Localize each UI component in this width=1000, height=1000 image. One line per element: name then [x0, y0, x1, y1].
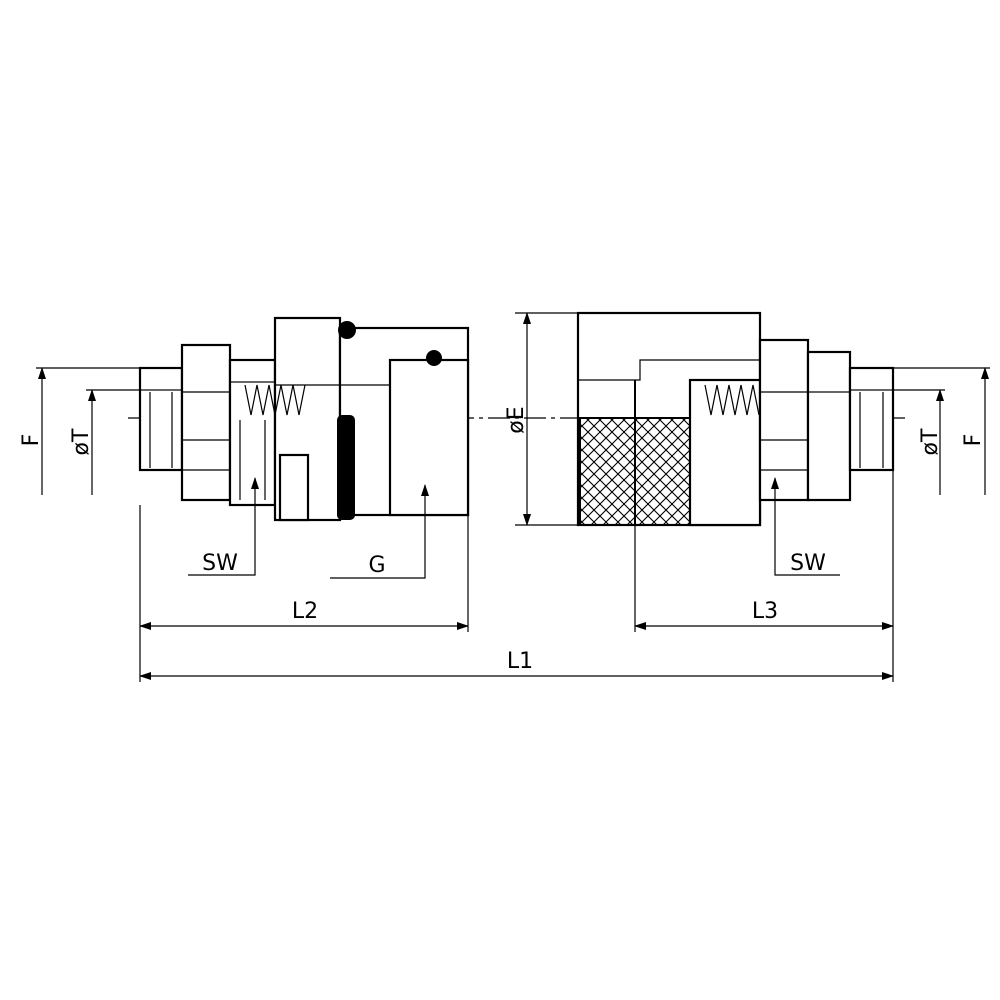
label-l2: L2: [292, 599, 318, 624]
label-t-left: øT: [69, 428, 94, 455]
dimensions: [36, 312, 990, 682]
label-g: G: [368, 553, 385, 578]
socket-coupling: [576, 311, 895, 527]
label-l3: L3: [752, 599, 778, 624]
label-f-left: F: [19, 434, 44, 447]
plug-coupling: [138, 316, 470, 522]
label-f-right: F: [961, 434, 986, 447]
label-e: øE: [504, 406, 529, 433]
label-t-right: øT: [918, 428, 943, 455]
label-sw-left: SW: [202, 551, 238, 576]
label-sw-right: SW: [790, 551, 826, 576]
label-l1: L1: [507, 649, 533, 674]
